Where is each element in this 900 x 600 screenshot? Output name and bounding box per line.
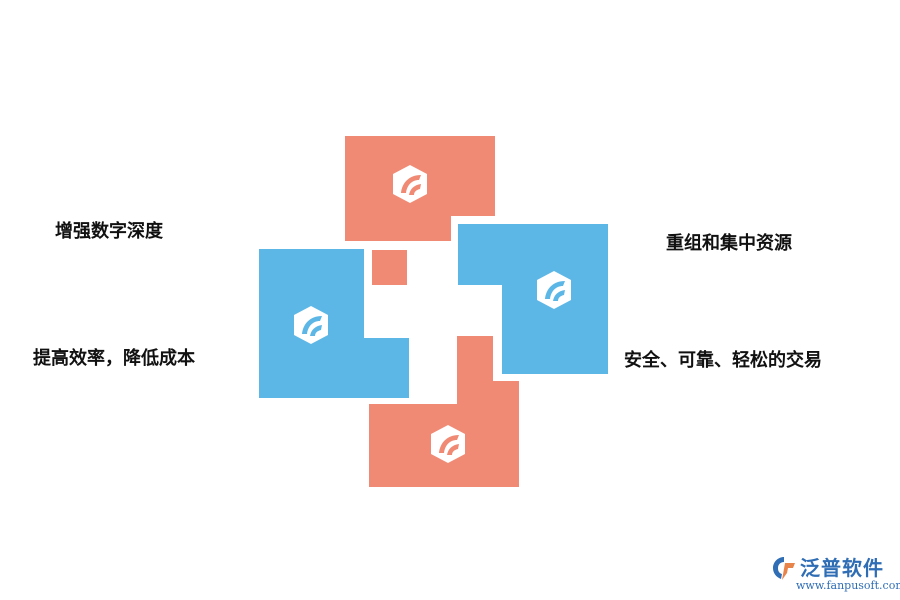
logo-hex-icon xyxy=(389,163,431,205)
brand-name: 泛普软件 xyxy=(800,556,884,580)
label-secure-transactions: 安全、可靠、轻松的交易 xyxy=(624,350,822,371)
connector-top xyxy=(372,250,407,285)
label-improve-efficiency: 提高效率，降低成本 xyxy=(33,348,195,369)
label-enhance-digital-depth: 增强数字深度 xyxy=(55,221,163,242)
logo-hex-icon xyxy=(290,304,332,346)
logo-hex-icon xyxy=(533,269,575,311)
brand-watermark: 泛普软件 www.fanpusoft.com xyxy=(770,552,900,596)
label-reorganize-resources: 重组和集中资源 xyxy=(666,233,792,254)
fanpu-logo-icon xyxy=(770,554,798,582)
block-bottom xyxy=(369,336,519,487)
block-right xyxy=(458,224,608,374)
logo-hex-icon xyxy=(427,423,469,465)
brand-url: www.fanpusoft.com xyxy=(796,579,900,592)
block-left xyxy=(259,249,409,398)
